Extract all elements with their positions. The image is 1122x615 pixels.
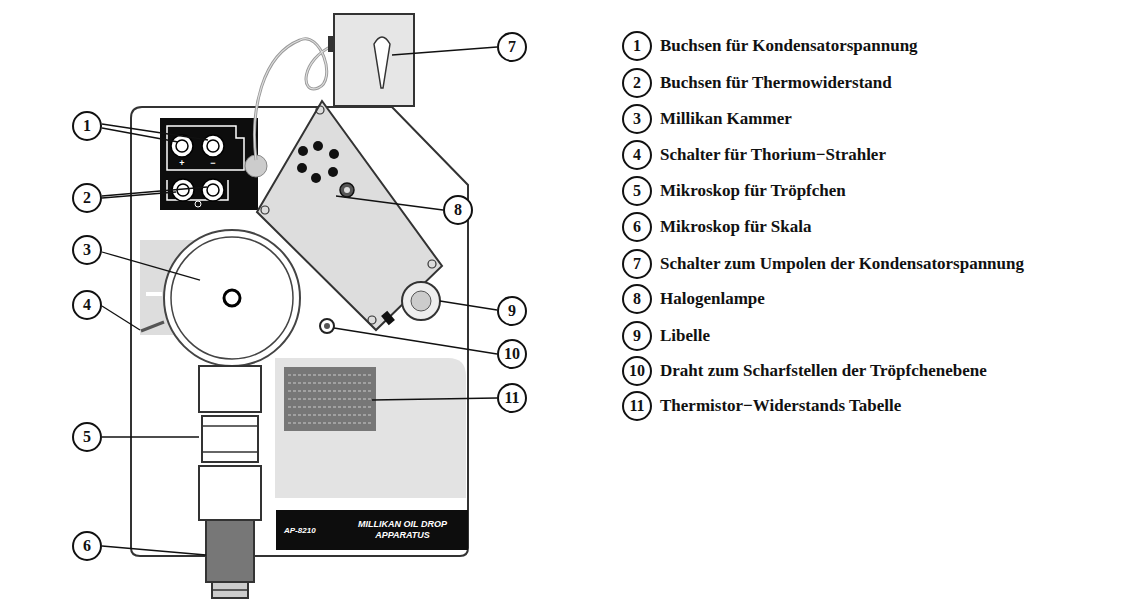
jack [202, 135, 224, 157]
callout-text: 1 [83, 118, 91, 134]
table-rows [288, 375, 372, 423]
part-description: Schalter zum Umpolen der Kondensatorspan… [660, 253, 1024, 275]
microscope [199, 366, 261, 412]
screw [428, 260, 436, 268]
leader-lines [102, 47, 497, 555]
callout-text: 5 [83, 429, 91, 445]
callout-text: 11 [504, 390, 519, 406]
screw [316, 106, 324, 114]
callout-number: 9 [497, 296, 527, 326]
model-number: AP-8210 [284, 525, 316, 536]
callout-text: 9 [633, 328, 641, 344]
eyepiece [212, 582, 248, 598]
callout-number: 7 [622, 249, 652, 279]
callout-number: 10 [497, 339, 527, 369]
callout-number: 2 [72, 183, 102, 213]
screw [261, 206, 269, 214]
thorium-lever [141, 322, 164, 331]
callout-number: 8 [443, 195, 473, 225]
name-plate: AP-8210 MILLIKAN OIL DROP APPARATUS [276, 510, 468, 550]
part-description: Mikroskop für Tröpfchen [660, 180, 846, 202]
callout-text: 6 [83, 538, 91, 554]
callout-number: 3 [622, 104, 652, 134]
part-description: Buchsen für Kondensatorspannung [660, 35, 918, 57]
callout-number: 11 [497, 383, 527, 413]
vent-holes [297, 141, 339, 183]
jack-panel [160, 118, 258, 210]
callout-number: 6 [72, 531, 102, 561]
polarity-sign: − [206, 158, 220, 168]
callout-text: 4 [633, 147, 641, 163]
part-description: Buchsen für Thermowiderstand [660, 72, 892, 94]
jack-frame [167, 126, 244, 170]
chamber [171, 237, 293, 359]
chamber-hole [224, 290, 240, 306]
part-description: Halogenlampe [660, 288, 765, 310]
jack [207, 184, 219, 196]
switch-clip [328, 36, 335, 52]
jack [202, 179, 224, 201]
callout-number: 9 [622, 321, 652, 351]
callout-text: 9 [508, 303, 516, 319]
table-panel [275, 358, 466, 498]
callout-text: 5 [633, 183, 641, 199]
callout-number: 3 [72, 235, 102, 265]
jack [207, 140, 219, 152]
switch-lever [374, 37, 390, 88]
spirit-level [402, 282, 440, 320]
polarity-sign: + [175, 158, 189, 168]
microscope [199, 466, 261, 520]
focus-wire [324, 323, 330, 329]
part-description: Millikan Kammer [660, 108, 792, 130]
callout-number: 1 [72, 111, 102, 141]
callout-number: 7 [497, 32, 527, 62]
callout-text: 8 [633, 291, 641, 307]
callout-number: 5 [622, 176, 652, 206]
callout-number: 2 [622, 68, 652, 98]
callout-number: 5 [72, 422, 102, 452]
screw [368, 316, 376, 324]
callout-number: 1 [622, 31, 652, 61]
switch-box [334, 14, 414, 106]
spirit-level [411, 291, 431, 311]
microscope [202, 416, 258, 462]
callout-text: 3 [83, 242, 91, 258]
callout-number: 4 [622, 140, 652, 170]
callout-text: 6 [633, 219, 641, 235]
ground-symbol [195, 201, 201, 207]
callout-text: 1 [633, 38, 641, 54]
callout-number: 4 [72, 290, 102, 320]
product-name: MILLIKAN OIL DROP APPARATUS [345, 519, 460, 541]
part-description: Thermistor−Widerstands Tabelle [660, 395, 901, 417]
callout-text: 3 [633, 111, 641, 127]
callout-text: 7 [508, 39, 516, 55]
callout-text: 8 [454, 202, 462, 218]
callout-number: 6 [622, 212, 652, 242]
part-description: Mikroskop für Skala [660, 216, 811, 238]
callout-number: 10 [622, 356, 652, 386]
lamp-latch [381, 311, 395, 325]
part-description: Draht zum Scharfstellen der Tröpfchenebe… [660, 360, 987, 382]
jack [171, 135, 193, 157]
slot [146, 292, 162, 296]
callout-text: 11 [629, 398, 644, 414]
thermistor-table [284, 367, 376, 431]
lamp-knob [344, 187, 350, 193]
lamp-knob [340, 183, 354, 197]
callout-text: 4 [83, 297, 91, 313]
part-description: Libelle [660, 325, 710, 347]
callout-text: 2 [633, 75, 641, 91]
callout-text: 10 [629, 363, 645, 379]
callout-text: 7 [633, 256, 641, 272]
callout-number: 8 [622, 284, 652, 314]
callout-text: 2 [83, 190, 91, 206]
part-description: Schalter für Thorium−Strahler [660, 144, 886, 166]
callout-text: 10 [504, 346, 520, 362]
callout-number: 11 [622, 391, 652, 421]
chamber [164, 230, 300, 366]
scale-microscope [206, 520, 254, 582]
focus-wire [320, 319, 334, 333]
